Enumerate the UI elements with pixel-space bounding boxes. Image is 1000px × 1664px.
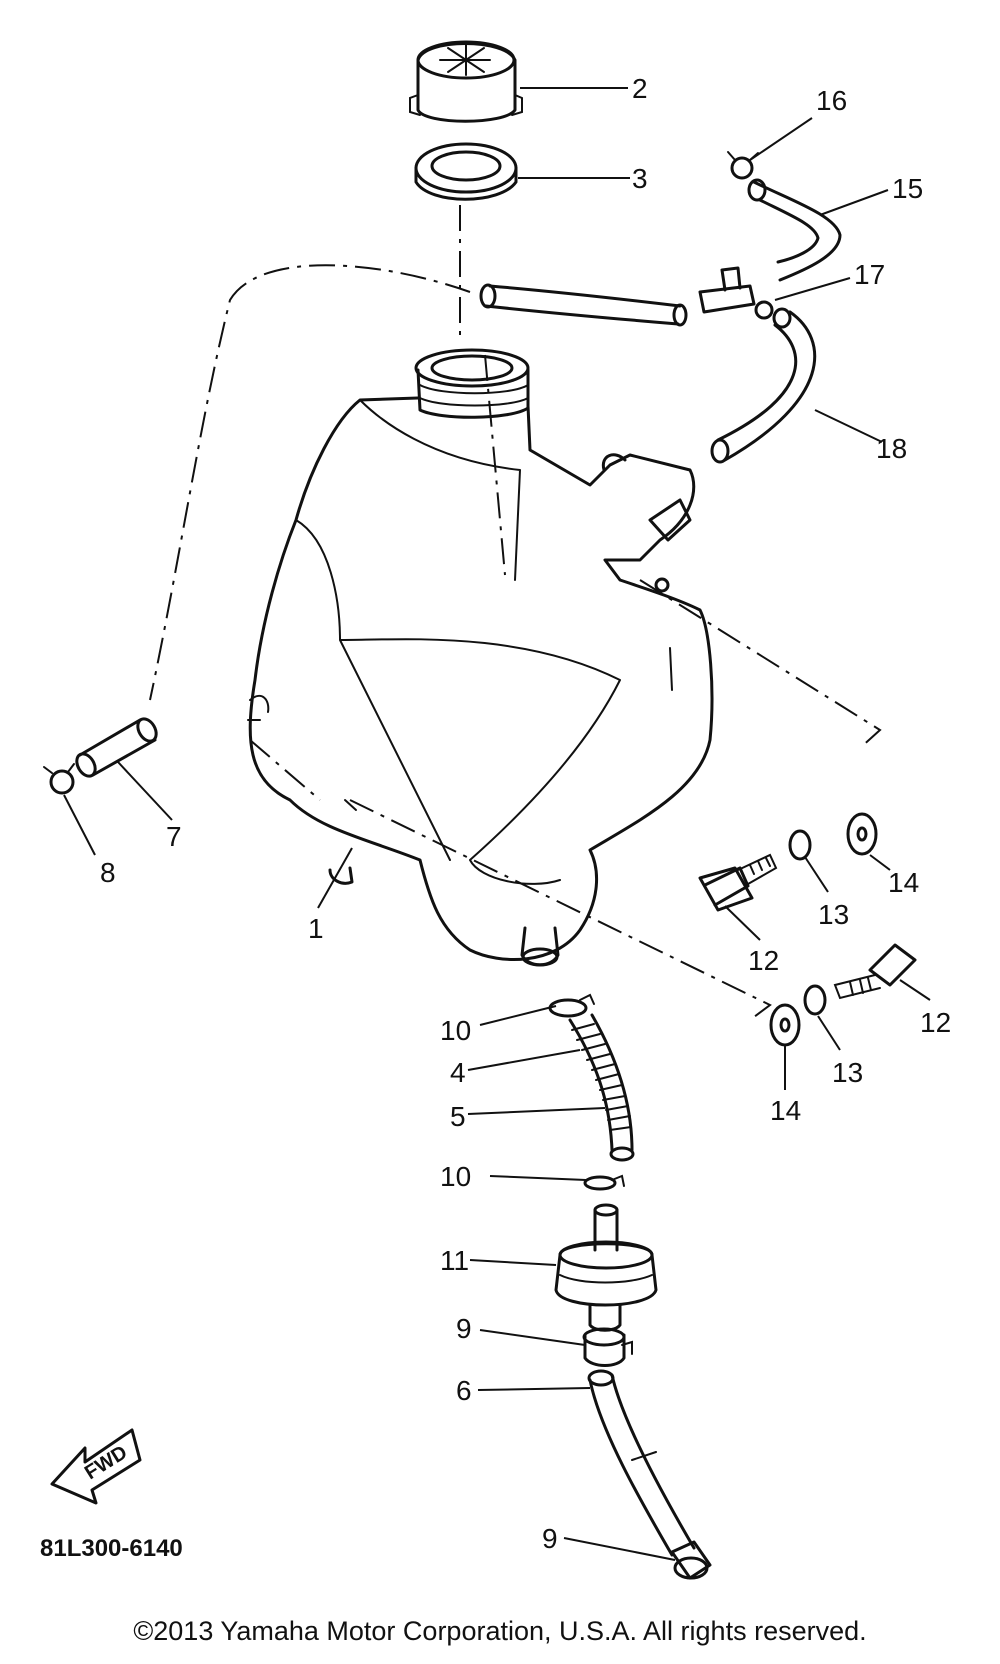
callout-9-lower: 9 bbox=[542, 1523, 558, 1554]
washer-14-lower bbox=[769, 1003, 801, 1047]
callout-6: 6 bbox=[456, 1375, 472, 1406]
callout-10-lower: 10 bbox=[440, 1161, 471, 1192]
fuel-filter bbox=[554, 1203, 658, 1332]
callout-8: 8 bbox=[100, 857, 116, 888]
callout-13-upper: 13 bbox=[818, 899, 849, 930]
callout-1: 1 bbox=[308, 913, 324, 944]
callout-12-upper: 12 bbox=[748, 945, 779, 976]
copyright-notice: ©2013 Yamaha Motor Corporation, U.S.A. A… bbox=[133, 1616, 867, 1646]
callout-13-lower: 13 bbox=[832, 1057, 863, 1088]
fuel-cap bbox=[409, 40, 523, 123]
callout-4: 4 bbox=[450, 1057, 466, 1088]
callout-15: 15 bbox=[892, 173, 923, 204]
callout-10-upper: 10 bbox=[440, 1015, 471, 1046]
fuel-hose-corrugated bbox=[568, 1013, 635, 1162]
callout-18: 18 bbox=[876, 433, 907, 464]
overflow-hose-7 bbox=[75, 717, 158, 778]
assembly-lines bbox=[149, 205, 882, 1021]
callout-14-lower: 14 bbox=[770, 1095, 801, 1126]
callout-labels: 1 2 3 4 5 6 7 8 9 9 10 10 11 12 12 13 13… bbox=[100, 73, 951, 1554]
t-joint bbox=[698, 266, 774, 320]
lock-washer-13-lower bbox=[803, 984, 827, 1016]
callout-11: 11 bbox=[440, 1245, 469, 1276]
bolt-12-upper bbox=[698, 853, 778, 912]
fuel-hose-6 bbox=[587, 1369, 696, 1557]
clamp-9-upper bbox=[582, 1327, 633, 1367]
callout-17: 17 bbox=[854, 259, 885, 290]
callout-14-upper: 14 bbox=[888, 867, 919, 898]
lock-washer-13-upper bbox=[788, 829, 812, 861]
leader-lines bbox=[63, 87, 931, 1561]
callout-16: 16 bbox=[816, 85, 847, 116]
callout-7: 7 bbox=[166, 821, 182, 852]
cap-gasket bbox=[414, 142, 518, 201]
fuel-tank bbox=[247, 348, 714, 967]
fwd-arrow: FWD bbox=[50, 1428, 142, 1505]
clip-16 bbox=[727, 151, 759, 180]
callout-2: 2 bbox=[632, 73, 648, 104]
callout-3: 3 bbox=[632, 163, 648, 194]
vent-hose-18 bbox=[710, 307, 817, 464]
clip-10-lower bbox=[583, 1174, 625, 1191]
callout-12-lower: 12 bbox=[920, 1007, 951, 1038]
callout-9-upper: 9 bbox=[456, 1313, 472, 1344]
callout-5: 5 bbox=[450, 1101, 466, 1132]
washer-14-upper bbox=[846, 812, 878, 856]
diagram-code: 81L300-6140 bbox=[40, 1535, 183, 1562]
clip-8 bbox=[43, 763, 75, 795]
bolt-12-lower bbox=[833, 943, 917, 1000]
clip-10-upper bbox=[548, 993, 595, 1018]
breather-hose-upper bbox=[479, 283, 688, 327]
clamp-9-lower bbox=[670, 1540, 712, 1580]
vent-hose-15 bbox=[747, 178, 842, 282]
